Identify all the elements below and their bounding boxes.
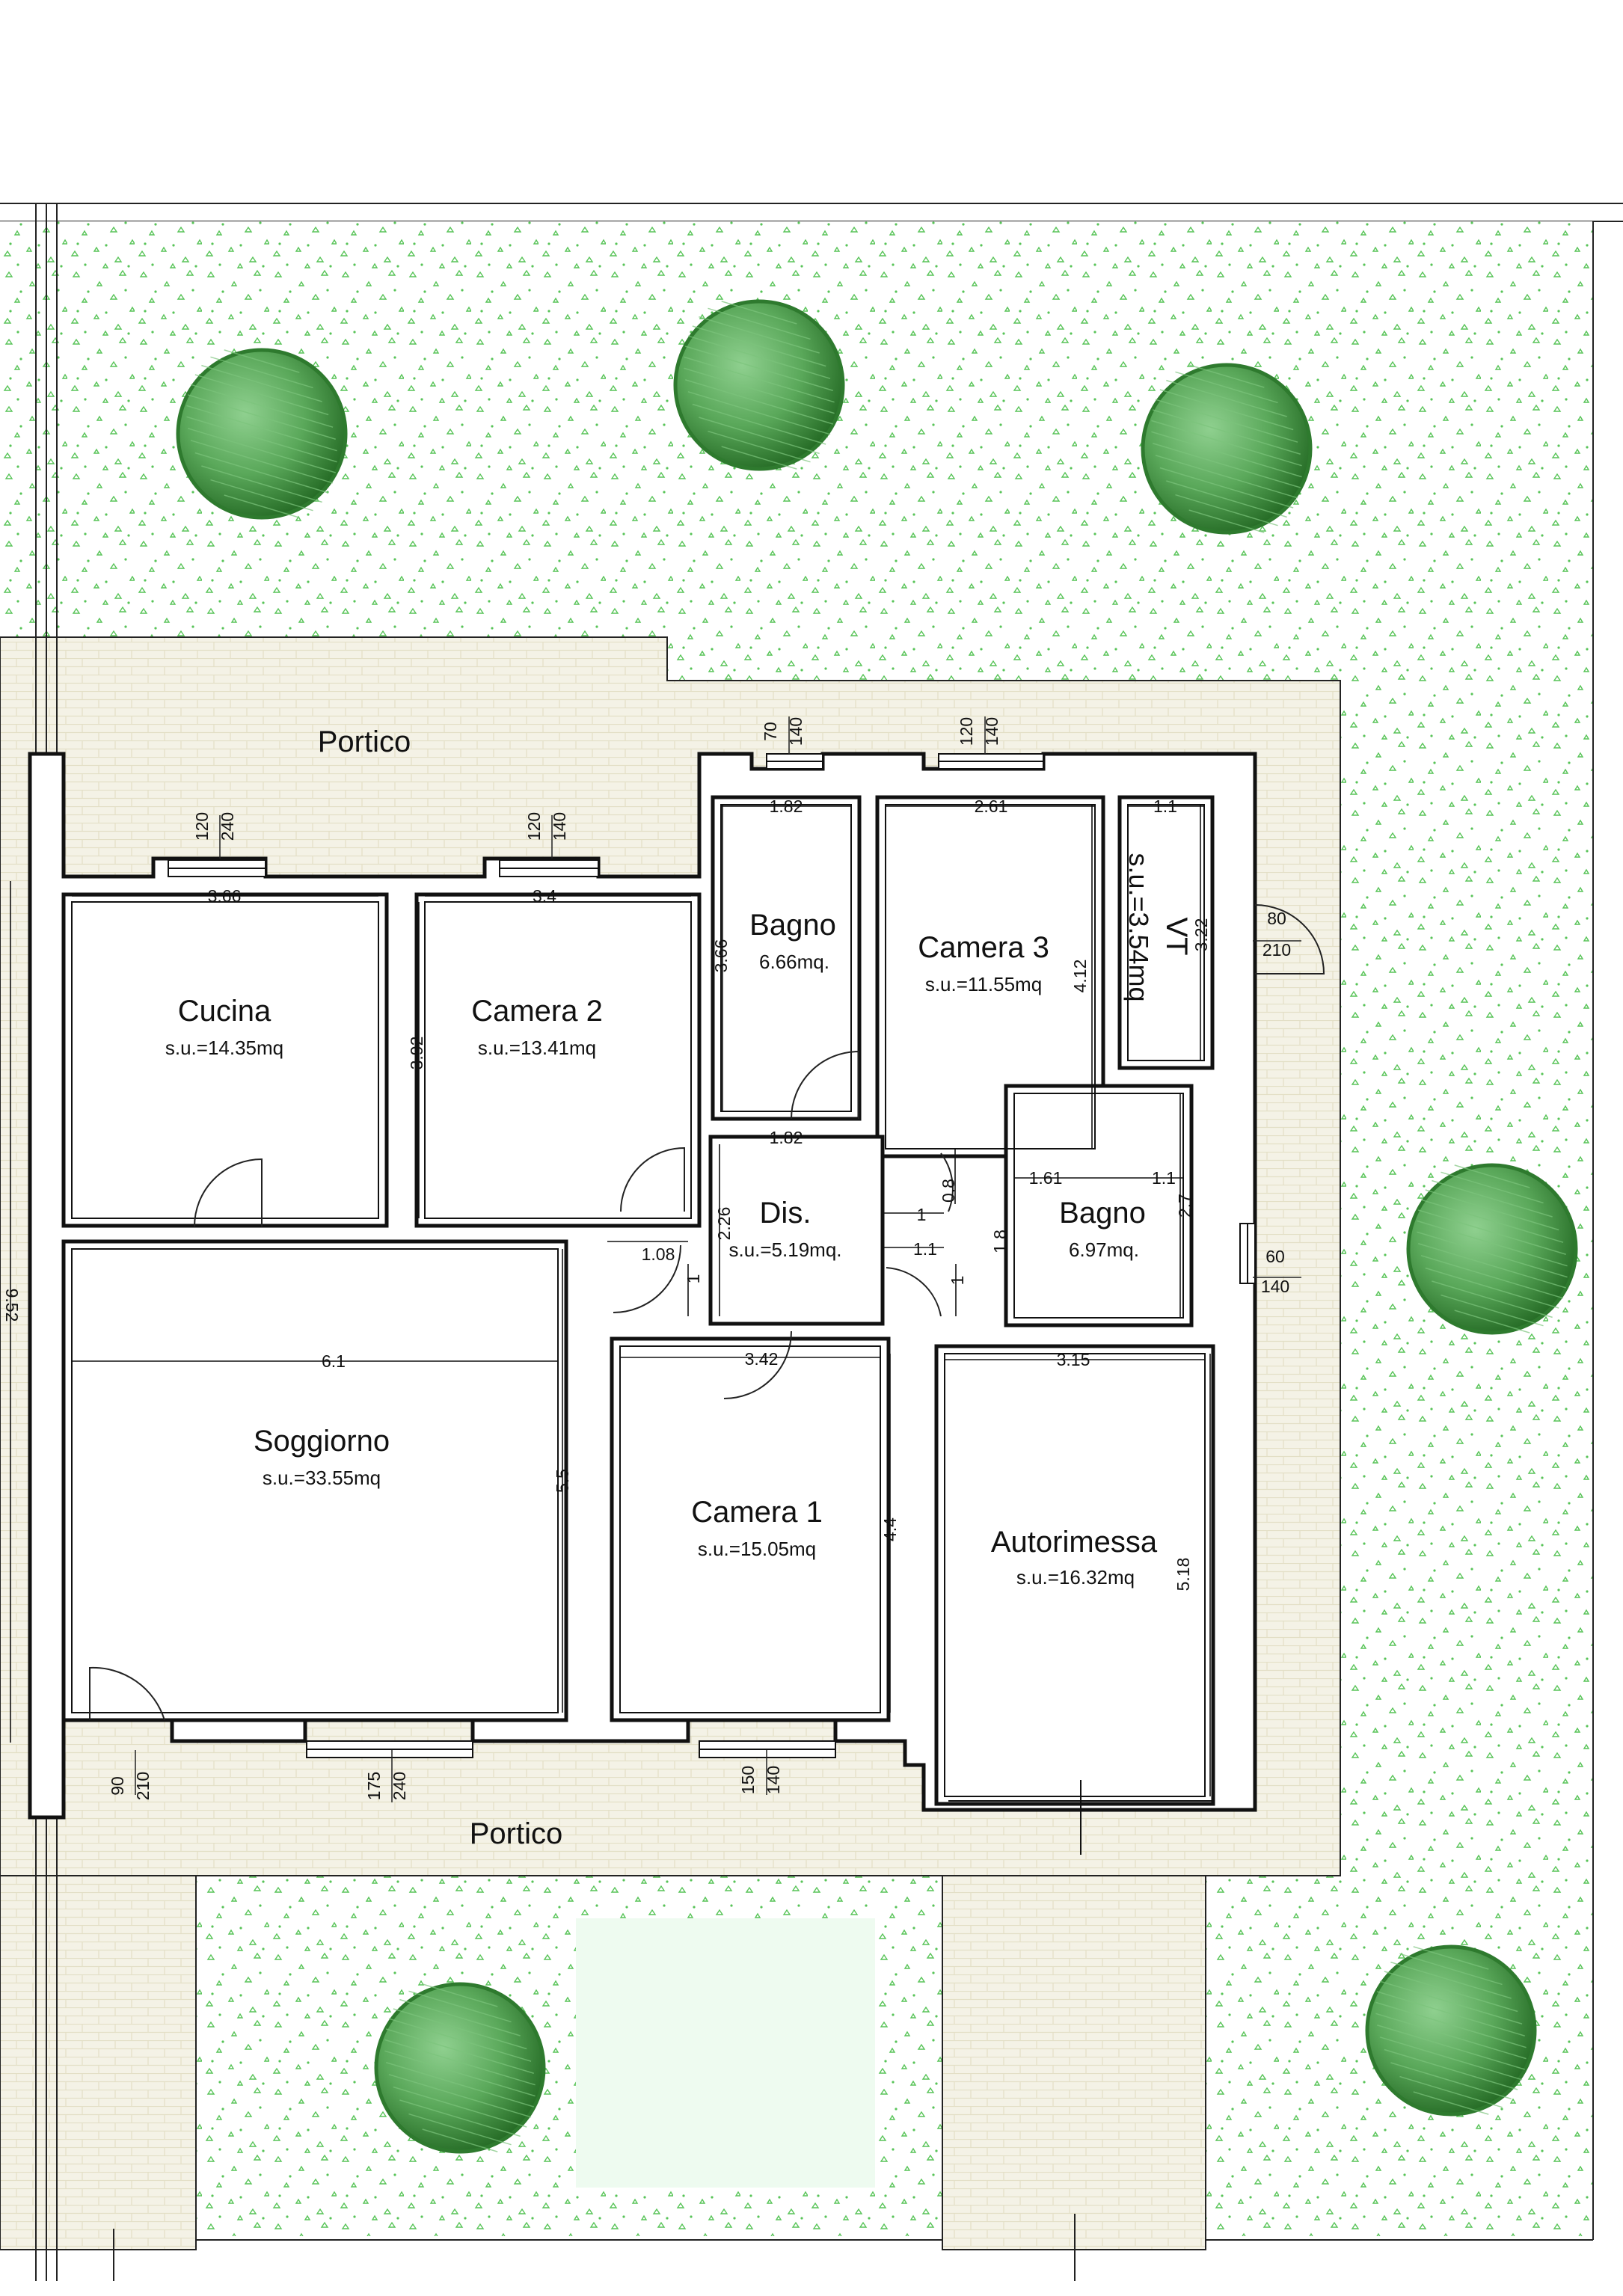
room-bagno2-area: 6.97mq. (1069, 1238, 1139, 1261)
tree (673, 299, 845, 471)
room-cucina-name: Cucina (178, 995, 271, 1028)
room-vt-name: VT (1160, 917, 1193, 955)
room-soggiorno-area: s.u.=33.55mq (263, 1467, 381, 1489)
tree (374, 1982, 546, 2154)
room-bagno2-name: Bagno (1059, 1197, 1146, 1230)
house-walls (28, 752, 1257, 1820)
opening-bagno2-b: 140 (1261, 1277, 1289, 1296)
room-autorimessa-area: s.u.=16.32mq (1016, 1566, 1135, 1589)
dim-dis-one-c: 1 (948, 1276, 967, 1286)
opening-camera2-a: 120 (524, 812, 544, 841)
room-camera3-area: s.u.=11.55mq (925, 973, 1042, 995)
dim-autorimessa-height: 5.18 (1173, 1558, 1193, 1591)
opening-vt-door-b: 210 (1262, 940, 1291, 960)
opening-bagno-a: 70 (761, 722, 780, 741)
tree (1365, 1944, 1537, 2117)
dim-dis-eleven: 1.1 (913, 1239, 937, 1259)
bottom-paving-left (0, 1875, 197, 2250)
dim-left-total: 9.52 (2, 1289, 22, 1322)
opening-labels: 120 240 120 140 70 140 120 140 80 210 60… (108, 717, 1291, 1800)
dim-vt-width: 1.1 (1153, 796, 1177, 816)
dim-dis-width: 1.82 (770, 1128, 803, 1147)
dim-soggiorno-height: 5.5 (553, 1469, 572, 1493)
room-bagno1-area: 6.66mq. (759, 951, 829, 973)
dimension-labels: 3.66 3.4 3.92 1.82 3.66 2.61 4.12 1.1 3.… (2, 796, 1211, 1591)
room-cucina-area: s.u.=14.35mq (165, 1037, 283, 1059)
opening-camera1-a: 150 (738, 1766, 758, 1794)
opening-vt-door-a: 80 (1267, 909, 1286, 928)
windows (168, 753, 1256, 1758)
dimension-lines (10, 805, 1211, 1796)
room-camera1-area: s.u.=15.05mq (698, 1538, 816, 1560)
opening-camera2-b: 140 (550, 812, 569, 841)
room-dis-name: Dis. (760, 1197, 812, 1230)
opening-entry-a: 90 (108, 1776, 127, 1796)
room-bagno1-name: Bagno (749, 909, 836, 942)
portico-bottom-label: Portico (470, 1817, 563, 1850)
room-camera2-name: Camera 2 (471, 995, 603, 1028)
dim-autorimessa-width: 3.15 (1057, 1350, 1090, 1369)
opening-soggiorno-a: 175 (364, 1772, 384, 1800)
opening-bagno2-a: 60 (1265, 1247, 1285, 1266)
dim-dis-one-b: 1 (684, 1274, 703, 1284)
dim-vt-height: 3.22 (1191, 918, 1211, 952)
dim-cucina-height: 3.92 (407, 1037, 426, 1070)
light-green-area (576, 1918, 875, 2188)
dim-camera3-height: 4.12 (1070, 960, 1090, 993)
dim-bagno2-height-1: 2.7 (1175, 1194, 1194, 1218)
portico-top-label: Portico (318, 725, 411, 758)
room-camera3-name: Camera 3 (918, 931, 1049, 964)
room-autorimessa-name: Autorimessa (991, 1526, 1158, 1559)
dim-bagno2-width-2: 1.1 (1152, 1168, 1176, 1188)
dim-dis-side: 1.08 (642, 1244, 675, 1264)
room-vt-area: s.u.=3.54mq (1123, 853, 1154, 1001)
tree (1141, 363, 1313, 535)
opening-cucina-b: 240 (218, 812, 237, 841)
dim-dis-height: 2.26 (714, 1207, 734, 1241)
dim-dis-one-a: 1 (917, 1205, 927, 1224)
dim-bagno2-width-1: 1.61 (1029, 1168, 1063, 1188)
room-soggiorno-name: Soggiorno (254, 1425, 390, 1458)
labels: Portico Portico Cucina s.u.=14.35mq Came… (165, 725, 1193, 1850)
room-camera1-name: Camera 1 (691, 1496, 823, 1529)
dim-bagno2-height-2: 1.8 (990, 1230, 1010, 1253)
dim-camera2-width: 3.4 (533, 886, 556, 906)
trees (176, 299, 1578, 2154)
dim-cucina-width: 3.66 (208, 886, 242, 906)
dim-camera1-height: 4.4 (880, 1517, 900, 1541)
opening-entry-b: 210 (133, 1772, 153, 1800)
dim-camera1-width: 3.42 (745, 1349, 779, 1369)
opening-soggiorno-b: 240 (390, 1772, 409, 1800)
dim-bagno1-height: 3.66 (711, 939, 731, 973)
dim-soggiorno-width: 6.1 (322, 1351, 346, 1371)
opening-cucina-a: 120 (192, 812, 212, 841)
bottom-paving-right (942, 1875, 1206, 2250)
dim-camera3-width: 2.61 (975, 796, 1008, 816)
dim-dis-08: 0.8 (939, 1179, 958, 1203)
room-dis-area: s.u.=5.19mq. (728, 1238, 841, 1261)
dim-bagno1-width: 1.82 (770, 796, 803, 816)
tree (1406, 1163, 1578, 1335)
room-camera2-area: s.u.=13.41mq (478, 1037, 596, 1059)
tree (176, 348, 348, 520)
doors (89, 904, 1325, 1721)
opening-camera3-a: 120 (957, 717, 976, 746)
